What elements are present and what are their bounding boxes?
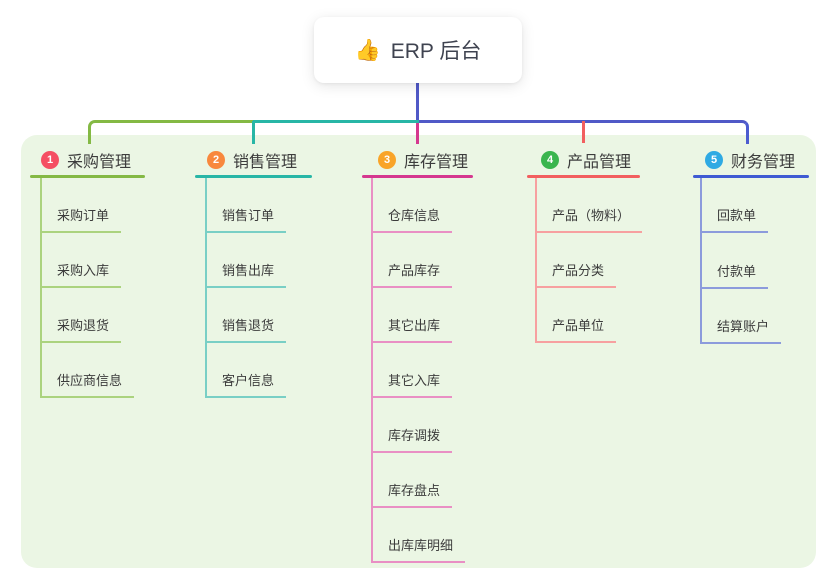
branch-4-label: 产品管理 bbox=[567, 154, 632, 171]
branches-panel bbox=[21, 135, 816, 568]
branch-1-header[interactable]: 1 采购管理 bbox=[41, 148, 131, 172]
branch-1-child-3[interactable]: 供应商信息 bbox=[40, 370, 135, 398]
branch-4-child-1[interactable]: 产品分类 bbox=[535, 260, 617, 288]
branch-3-child-connector bbox=[371, 178, 373, 561]
branch-1-child-0[interactable]: 采购订单 bbox=[40, 205, 122, 233]
branch-3-label: 库存管理 bbox=[404, 154, 469, 171]
branch-1-underline bbox=[30, 175, 145, 178]
branch-3-child-0[interactable]: 仓库信息 bbox=[371, 205, 453, 233]
branch-3-drop-line bbox=[416, 123, 419, 144]
branch-3-child-1[interactable]: 产品库存 bbox=[371, 260, 453, 288]
branch-2-child-0[interactable]: 销售订单 bbox=[205, 205, 287, 233]
branch-2-child-2[interactable]: 销售退货 bbox=[205, 315, 287, 343]
bus-line-green-elbow bbox=[88, 120, 253, 144]
branch-5-child-0[interactable]: 回款单 bbox=[700, 205, 769, 233]
branch-2-drop-line bbox=[252, 121, 255, 144]
branch-3-underline bbox=[362, 175, 473, 178]
branch-5-child-1[interactable]: 付款单 bbox=[700, 261, 769, 289]
branch-4-child-2[interactable]: 产品单位 bbox=[535, 315, 617, 343]
branch-5-label: 财务管理 bbox=[731, 154, 796, 171]
branch-5-child-connector bbox=[700, 178, 702, 342]
branch-3-child-4[interactable]: 库存调拨 bbox=[371, 425, 453, 453]
branch-2-badge: 2 bbox=[207, 151, 225, 169]
bus-line-teal bbox=[253, 120, 419, 123]
branch-1-child-2[interactable]: 采购退货 bbox=[40, 315, 122, 343]
branch-5-header[interactable]: 5 财务管理 bbox=[705, 148, 795, 172]
branch-4-drop-line bbox=[582, 121, 585, 143]
branch-3-child-6[interactable]: 出库库明细 bbox=[371, 535, 466, 563]
branch-1-child-1[interactable]: 采购入库 bbox=[40, 260, 122, 288]
root-node[interactable]: 👍 ERP 后台 bbox=[314, 17, 522, 83]
thumbs-up-icon: 👍 bbox=[354, 38, 381, 62]
branch-2-child-3[interactable]: 客户信息 bbox=[205, 370, 287, 398]
branch-2-header[interactable]: 2 销售管理 bbox=[207, 148, 297, 172]
branch-1-badge: 1 bbox=[41, 151, 59, 169]
branch-4-underline bbox=[527, 175, 640, 178]
branch-2-child-1[interactable]: 销售出库 bbox=[205, 260, 287, 288]
branch-3-header[interactable]: 3 库存管理 bbox=[378, 148, 468, 172]
branch-4-child-0[interactable]: 产品（物料） bbox=[535, 205, 643, 233]
branch-3-child-5[interactable]: 库存盘点 bbox=[371, 480, 453, 508]
branch-2-label: 销售管理 bbox=[233, 154, 298, 171]
branch-5-badge: 5 bbox=[705, 151, 723, 169]
branch-1-label: 采购管理 bbox=[67, 154, 132, 171]
branch-4-badge: 4 bbox=[541, 151, 559, 169]
branch-4-header[interactable]: 4 产品管理 bbox=[541, 148, 631, 172]
branch-5-child-2[interactable]: 结算账户 bbox=[700, 316, 782, 344]
branch-3-child-3[interactable]: 其它入库 bbox=[371, 370, 453, 398]
branch-3-child-2[interactable]: 其它出库 bbox=[371, 315, 453, 343]
branch-3-badge: 3 bbox=[378, 151, 396, 169]
root-connector-line bbox=[416, 83, 419, 122]
branch-4-child-connector bbox=[535, 178, 537, 341]
branch-2-underline bbox=[195, 175, 312, 178]
branch-5-underline bbox=[693, 175, 809, 178]
root-label: ERP 后台 bbox=[390, 40, 482, 63]
